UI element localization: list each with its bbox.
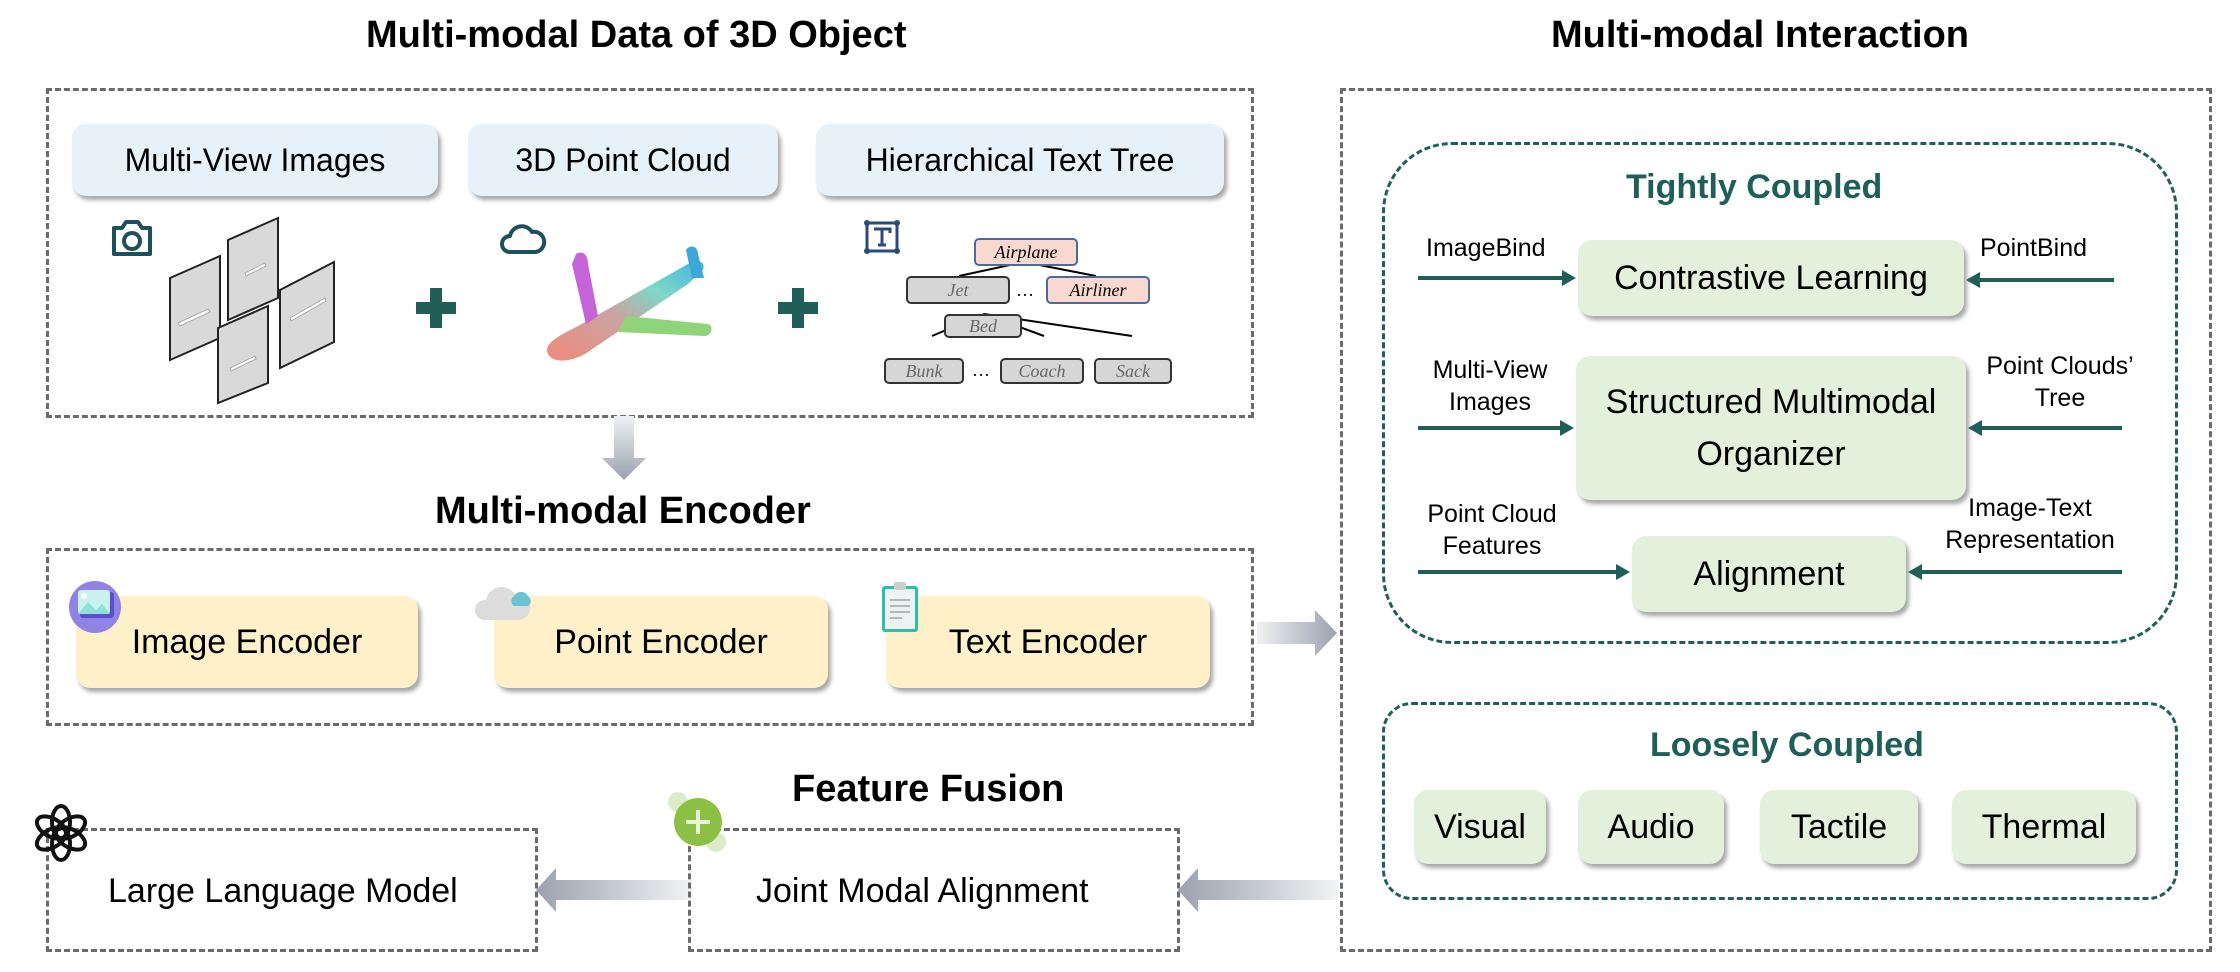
tightly-coupled-title: Tightly Coupled [1626,168,1883,206]
tree-node-airliner: Airliner [1046,276,1150,304]
tree-node-airplane: Airplane [974,238,1078,266]
clipboard-icon [882,582,918,632]
image-text-representation-label: Image-Text Representation [1945,494,2115,554]
airplane-point-cloud [547,246,712,361]
joint-modal-alignment-label: Joint Modal Alignment [756,872,1089,910]
tactile-pill: Tactile [1760,790,1918,864]
down-arrow [602,416,646,480]
interaction-section-box [1340,88,2212,952]
left-arrow [1178,868,1338,912]
imagebind-arrowhead [1562,270,1576,286]
thermal-label: Thermal [1981,807,2107,846]
tree-node-coach: Coach [1000,358,1084,384]
tactile-label: Tactile [1790,807,1888,846]
encoder-section-box [46,548,1254,726]
loosely-coupled-title: Loosely Coupled [1650,726,1924,764]
fusion-plus-icon [668,792,726,852]
left-arrow [536,868,692,912]
structured-multimodal-organizer-label: Structured Multimodal Organizer [1605,383,1937,473]
point-encoder-label: Point Encoder [554,622,768,661]
point-cloud-pill: 3D Point Cloud [468,124,778,196]
text-encoder-pill: Text Encoder [886,596,1210,688]
tree-ellipsis: … [972,360,990,380]
tree-node-jet: Jet [906,276,1010,304]
image-text-arrowhead [1908,564,1922,580]
text-tree: Airplane Jet … Airliner Bed Bunk … Coach… [864,230,1180,392]
cloud-icon [500,224,547,254]
text-encoder-label: Text Encoder [948,622,1148,661]
alignment-label: Alignment [1693,554,1845,593]
point-clouds-tree-arrowhead [1968,420,1982,436]
right-arrow [1257,610,1337,656]
imagebind-label: ImageBind [1426,234,1546,262]
tree-ellipsis: … [1016,280,1034,300]
tree-node-sack: Sack [1094,358,1172,384]
point-encoder-pill: Point Encoder [494,596,828,688]
thermal-pill: Thermal [1952,790,2136,864]
interaction-section-title: Multi-modal Interaction [1551,14,1969,56]
audio-pill: Audio [1578,790,1724,864]
encoder-section-title: Multi-modal Encoder [435,490,811,532]
contrastive-learning-pill: Contrastive Learning [1578,240,1964,316]
multi-view-images-pill: Multi-View Images [72,124,438,196]
point-clouds-tree-label: Point Clouds’ Tree [1986,352,2134,412]
image-icon [69,581,121,633]
multi-view-images-input-label: Multi-View Images [1432,356,1548,416]
tree-node-bed: Bed [944,314,1022,338]
cloud-icon [474,587,531,620]
point-cloud-label: 3D Point Cloud [515,141,731,178]
data-section-box [46,88,1254,418]
pointbind-arrowhead [1966,272,1980,288]
camera-icon [112,220,152,256]
audio-label: Audio [1607,807,1695,846]
multi-view-images-label: Multi-View Images [124,141,386,178]
llm-label: Large Language Model [108,872,458,910]
data-section-title: Multi-modal Data of 3D Object [366,14,907,56]
multi-view-airplane-images [169,216,335,405]
structured-multimodal-organizer-pill: Structured Multimodal Organizer [1576,356,1966,500]
visual-pill: Visual [1414,790,1546,864]
fusion-section-title: Feature Fusion [792,768,1065,810]
openai-logo-icon [34,804,88,862]
text-box-icon [864,220,900,254]
pointbind-label: PointBind [1980,234,2088,262]
loosely-coupled-box [1382,702,2178,900]
point-cloud-features-label: Point Cloud Features [1427,500,1557,560]
point-cloud-features-arrowhead [1616,564,1630,580]
text-tree-label: Hierarchical Text Tree [865,141,1175,178]
tree-node-bunk: Bunk [884,358,964,384]
text-tree-pill: Hierarchical Text Tree [816,124,1224,196]
alignment-pill: Alignment [1632,536,1906,612]
image-encoder-label: Image Encoder [131,622,363,661]
image-encoder-pill: Image Encoder [76,596,418,688]
visual-label: Visual [1434,807,1526,846]
plus-icon [416,288,456,328]
plus-icon [778,288,818,328]
multi-view-arrowhead [1560,420,1574,436]
contrastive-learning-label: Contrastive Learning [1614,258,1928,297]
tightly-coupled-box [1382,142,2178,644]
